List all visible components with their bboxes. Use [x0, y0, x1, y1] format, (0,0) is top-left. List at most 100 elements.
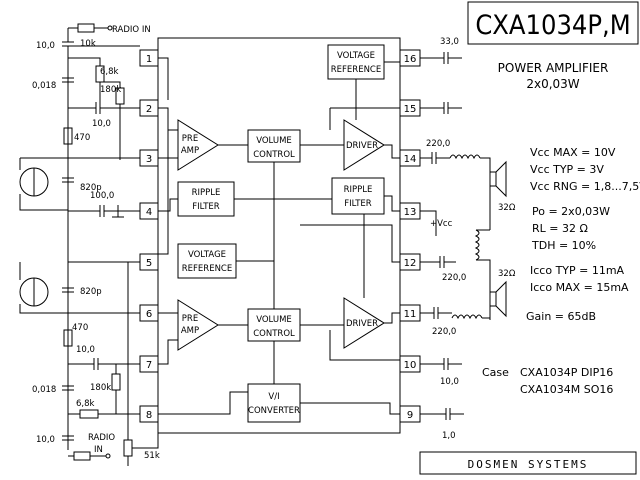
speaker-bot-body [489, 291, 497, 307]
driver-bot-triangle [343, 297, 385, 349]
c820-top-label: 820p [80, 183, 102, 193]
volume-top-line2: CONTROL [253, 150, 295, 160]
resistor-10k [77, 23, 95, 33]
spec-gain: Gain = 65dB [526, 310, 596, 323]
driver-bot-label: DRIVER [346, 319, 378, 329]
specs: Vcc MAX = 10V Vcc TYP = 3V Vcc RNG = 1,8… [482, 146, 640, 396]
pot-51k [123, 439, 133, 457]
ripple-right-line2: FILTER [344, 199, 372, 209]
title-box [467, 1, 639, 45]
c10-pin10-label: 10,0 [440, 377, 459, 387]
c10-pin7-label: 10,0 [76, 345, 95, 355]
r10k-label: 10k [80, 39, 96, 49]
resistor-68k-bot [79, 409, 99, 419]
c33-label: 33,0 [440, 37, 459, 47]
case-p: CXA1034P DIP16 [520, 366, 613, 379]
c10-top-label: 10,0 [36, 41, 55, 51]
c1-label: 1,0 [442, 431, 456, 441]
r32-top-label: 32Ω [498, 203, 516, 213]
spec-icco-typ: Icco TYP = 11mA [530, 264, 625, 277]
resistor-470-bot [63, 329, 73, 347]
c220-mid-label: 220,0 [442, 273, 466, 283]
left-labels: RADIO IN 10k 10,0 0,018 6,8k 180k 10,0 4… [32, 25, 160, 461]
pin-label-1: 1 [146, 54, 152, 65]
subtitle: POWER AMPLIFIER [498, 61, 609, 75]
r68k-bot-label: 6,8k [76, 399, 95, 409]
brand-box [419, 451, 637, 475]
spec-vcc-max: Vcc MAX = 10V [530, 146, 616, 159]
chip-title: CXA1034P,M [475, 10, 630, 41]
ic-body [157, 37, 401, 434]
pin-label-10: 10 [404, 360, 417, 371]
volume-bot-line1: VOLUME [256, 315, 292, 325]
pin-label-11: 11 [404, 309, 417, 320]
case-m: CXA1034M SO16 [520, 383, 613, 396]
spec-po: Po = 2x0,03W [532, 205, 610, 218]
preamp-top-triangle [177, 119, 219, 171]
vi-converter-block [247, 383, 301, 423]
pin-label-7: 7 [146, 360, 152, 371]
r180k-bot-label: 180k [90, 383, 111, 393]
r32-bot-label: 32Ω [498, 269, 516, 279]
r470-bot-label: 470 [72, 323, 88, 333]
ripple-right-line1: RIPPLE [344, 185, 373, 195]
pins-right: 9 10 11 12 13 14 15 16 [399, 49, 421, 423]
vref-top-line2: REFERENCE [331, 65, 381, 75]
case-label: Case [482, 366, 509, 379]
c220-top-label: 220,0 [426, 139, 450, 149]
c10-pin2-label: 10,0 [92, 119, 111, 129]
spec-vcc-rng: Vcc RNG = 1,8...7,5V [530, 180, 640, 193]
driver-top-label: DRIVER [346, 141, 378, 151]
r68k-top-label: 6,8k [100, 67, 119, 77]
pin-label-14: 14 [404, 154, 417, 165]
r470-top-label: 470 [74, 133, 90, 143]
c820-bot-label: 820p [80, 287, 102, 297]
ripple-left-line2: FILTER [192, 202, 220, 212]
resistor-180k-bot [111, 373, 121, 391]
internal-blocks: VOLTAGE REFERENCE PRE AMP VOLUME CONTROL… [177, 44, 385, 423]
c0018-bot-label: 0,018 [32, 385, 56, 395]
c0018-top-label: 0,018 [32, 81, 56, 91]
pin-label-12: 12 [404, 258, 417, 269]
vref-mid-line1: VOLTAGE [188, 250, 226, 260]
volume-bot-line2: CONTROL [253, 329, 295, 339]
vcc-label: +Vcc [430, 219, 453, 229]
c220-bot-label: 220,0 [432, 327, 456, 337]
ripple-left-line1: RIPPLE [192, 188, 221, 198]
power-rating: 2x0,03W [526, 77, 579, 91]
pin-label-9: 9 [407, 410, 413, 421]
radio-in-top-label: RADIO IN [112, 25, 151, 35]
r180k-top-label: 180k [100, 85, 121, 95]
preamp-top-line2: AMP [181, 146, 199, 156]
brand-label: DOSMEN SYSTEMS [468, 458, 589, 471]
c100-label: 100,0 [90, 191, 114, 201]
spec-icco-max: Icco MAX = 15mA [530, 281, 629, 294]
external-right-wiring [420, 52, 507, 420]
spec-rl: RL = 32 Ω [532, 222, 588, 235]
volume-top-line1: VOLUME [256, 136, 292, 146]
preamp-bot-triangle [177, 299, 219, 351]
preamp-top-line1: PRE [182, 134, 198, 144]
radio-bot-label-2: IN [94, 445, 103, 455]
pin-label-16: 16 [404, 54, 417, 65]
spec-vcc-typ: Vcc TYP = 3V [530, 163, 604, 176]
pin-label-5: 5 [146, 258, 152, 269]
resistor-470-top [63, 127, 73, 145]
right-labels: 33,0 220,0 +Vcc 220,0 220,0 10,0 1,0 32Ω… [426, 37, 516, 441]
preamp-bot-line1: PRE [182, 314, 198, 324]
radio-bot-label-1: RADIO [88, 433, 115, 443]
pin-label-4: 4 [146, 207, 152, 218]
spec-thd: TDH = 10% [531, 239, 596, 252]
pin-label-15: 15 [404, 104, 417, 115]
pin-label-3: 3 [146, 154, 152, 165]
preamp-bot-line2: AMP [181, 326, 199, 336]
c10-bot-label: 10,0 [36, 435, 55, 445]
speaker-top-body [489, 171, 497, 187]
pin-label-2: 2 [146, 104, 152, 115]
pin-label-6: 6 [146, 309, 152, 320]
vi-line1: V/I [268, 392, 279, 402]
pins-left: 1 2 3 4 5 6 7 8 [139, 49, 159, 423]
pin-label-8: 8 [146, 410, 152, 421]
